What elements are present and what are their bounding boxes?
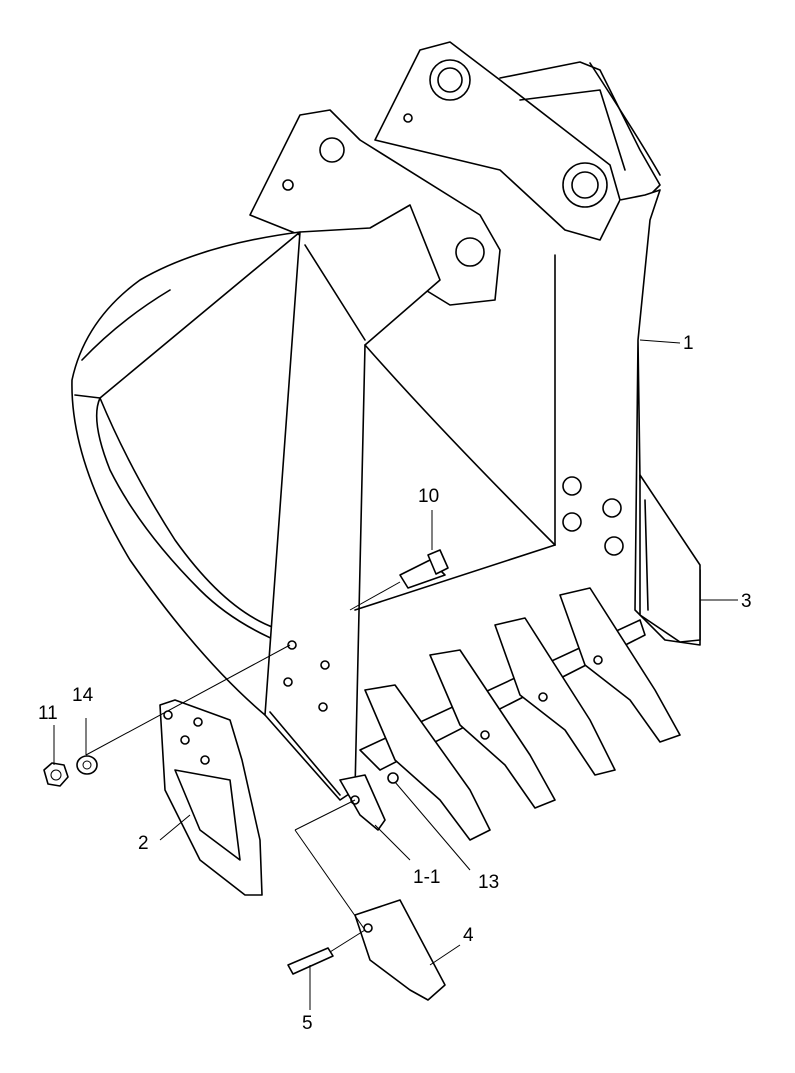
callout-2: 2 bbox=[138, 833, 149, 854]
callout-14: 14 bbox=[72, 685, 94, 706]
bolt-part-10 bbox=[399, 549, 449, 589]
callout-10: 10 bbox=[418, 486, 440, 507]
tooth-row bbox=[364, 587, 681, 841]
front-boss-plate bbox=[374, 41, 621, 241]
nut-part-11 bbox=[43, 762, 69, 787]
callout-4: 4 bbox=[463, 925, 474, 946]
callout-1: 1 bbox=[683, 333, 694, 354]
corner-adapter-part-1-1 bbox=[339, 774, 386, 831]
bucket-shell bbox=[71, 231, 301, 716]
washer-part-13 bbox=[387, 772, 399, 784]
callout-1-1: 1-1 bbox=[413, 867, 441, 888]
pin-part-5 bbox=[287, 947, 334, 975]
side-shroud-part-2 bbox=[159, 699, 263, 896]
callout-5: 5 bbox=[302, 1013, 313, 1034]
leader-lines bbox=[53, 339, 738, 1010]
washer-part-14 bbox=[76, 755, 98, 775]
tooth-point-part-4 bbox=[354, 899, 446, 1001]
callout-3: 3 bbox=[741, 591, 752, 612]
callout-13: 13 bbox=[478, 872, 500, 893]
callout-11: 11 bbox=[38, 703, 58, 724]
side-cutter-part-3 bbox=[639, 474, 701, 643]
